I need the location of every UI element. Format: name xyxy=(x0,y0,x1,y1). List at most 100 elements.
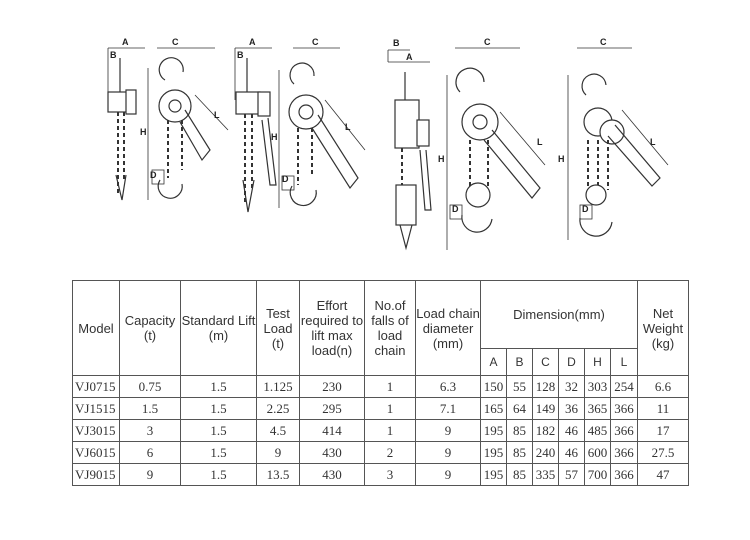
table-cell: 1 xyxy=(364,419,416,442)
table-cell: 366 xyxy=(610,419,638,442)
dimension-label: D xyxy=(582,204,589,214)
header-dimension: Dimension(mm) xyxy=(480,280,638,349)
table-cell: 1 xyxy=(364,397,416,420)
dimension-label: H xyxy=(438,154,445,164)
header-dim-l: L xyxy=(610,348,638,376)
table-cell: 7.1 xyxy=(415,397,481,420)
table-cell: 700 xyxy=(584,463,611,486)
table-cell: 430 xyxy=(299,463,365,486)
table-cell: 6.3 xyxy=(415,375,481,398)
table-cell: 36 xyxy=(558,397,585,420)
table-cell: 600 xyxy=(584,441,611,464)
table-cell: 365 xyxy=(584,397,611,420)
table-cell: 11 xyxy=(637,397,689,420)
table-cell: 150 xyxy=(480,375,507,398)
table-cell: 32 xyxy=(558,375,585,398)
header-falls: No.of falls of load chain xyxy=(364,280,416,376)
table-cell: 13.5 xyxy=(256,463,300,486)
table-cell: 1.5 xyxy=(119,397,181,420)
table-cell: 149 xyxy=(532,397,559,420)
table-cell: 4.5 xyxy=(256,419,300,442)
hoist-drawing-3 xyxy=(387,47,546,251)
table-cell: 3 xyxy=(364,463,416,486)
header-capacity: Capacity (t) xyxy=(119,280,181,376)
dimension-label: L xyxy=(214,110,220,120)
model-cell: VJ1515 xyxy=(72,397,120,420)
table-cell: 64 xyxy=(506,397,533,420)
spec-table: Model Capacity (t) Standard Lift (m) Tes… xyxy=(72,280,689,486)
table-cell: 27.5 xyxy=(637,441,689,464)
table-cell: 1.5 xyxy=(180,441,257,464)
header-effort: Effort required to lift max load(n) xyxy=(299,280,365,376)
model-cell: VJ6015 xyxy=(72,441,120,464)
hoist-drawing-2 xyxy=(234,47,366,213)
table-cell: 9 xyxy=(415,463,481,486)
table-cell: 55 xyxy=(506,375,533,398)
table-cell: 230 xyxy=(299,375,365,398)
dimension-label: B xyxy=(393,38,400,48)
dimension-label: C xyxy=(484,37,491,47)
table-cell: 17 xyxy=(637,419,689,442)
dimension-label: A xyxy=(122,37,129,47)
table-cell: 9 xyxy=(119,463,181,486)
hoist-drawing-1 xyxy=(107,47,229,201)
table-cell: 1.5 xyxy=(180,463,257,486)
table-cell: 46 xyxy=(558,419,585,442)
dimension-label: C xyxy=(172,37,179,47)
table-cell: 366 xyxy=(610,441,638,464)
header-dim-d: D xyxy=(558,348,585,376)
table-cell: 366 xyxy=(610,397,638,420)
dimension-label: H xyxy=(271,132,278,142)
table-cell: 1.5 xyxy=(180,375,257,398)
table-cell: 1.125 xyxy=(256,375,300,398)
dimension-label: B xyxy=(110,50,117,60)
table-cell: 0.75 xyxy=(119,375,181,398)
table-cell: 335 xyxy=(532,463,559,486)
table-cell: 414 xyxy=(299,419,365,442)
header-dim-b: B xyxy=(506,348,533,376)
table-cell: 303 xyxy=(584,375,611,398)
table-cell: 128 xyxy=(532,375,559,398)
dimension-label: D xyxy=(150,170,157,180)
header-chain-diameter: Load chain diameter (mm) xyxy=(415,280,481,376)
header-dim-c: C xyxy=(532,348,559,376)
table-cell: 6.6 xyxy=(637,375,689,398)
table-cell: 1.5 xyxy=(180,397,257,420)
dimension-label: A xyxy=(406,52,413,62)
table-cell: 182 xyxy=(532,419,559,442)
dimension-label: C xyxy=(600,37,607,47)
model-cell: VJ3015 xyxy=(72,419,120,442)
header-model: Model xyxy=(72,280,120,376)
table-cell: 1 xyxy=(364,375,416,398)
table-cell: 430 xyxy=(299,441,365,464)
dimension-label: H xyxy=(140,127,147,137)
table-cell: 195 xyxy=(480,419,507,442)
table-cell: 254 xyxy=(610,375,638,398)
dimension-label: B xyxy=(237,50,244,60)
table-cell: 485 xyxy=(584,419,611,442)
table-cell: 9 xyxy=(256,441,300,464)
header-net-weight: Net Weight (kg) xyxy=(637,280,689,376)
table-cell: 85 xyxy=(506,441,533,464)
table-cell: 57 xyxy=(558,463,585,486)
table-cell: 47 xyxy=(637,463,689,486)
model-cell: VJ0715 xyxy=(72,375,120,398)
dimension-label: D xyxy=(282,174,289,184)
table-cell: 6 xyxy=(119,441,181,464)
table-cell: 165 xyxy=(480,397,507,420)
table-cell: 366 xyxy=(610,463,638,486)
table-cell: 85 xyxy=(506,463,533,486)
hoist-drawings: A B C H L D A B C H L D B A C H L D C H … xyxy=(107,37,669,251)
table-cell: 9 xyxy=(415,419,481,442)
table-cell: 195 xyxy=(480,463,507,486)
table-cell: 295 xyxy=(299,397,365,420)
dimension-label: D xyxy=(452,204,459,214)
hoist-drawing-4 xyxy=(567,47,669,240)
table-cell: 85 xyxy=(506,419,533,442)
table-cell: 195 xyxy=(480,441,507,464)
